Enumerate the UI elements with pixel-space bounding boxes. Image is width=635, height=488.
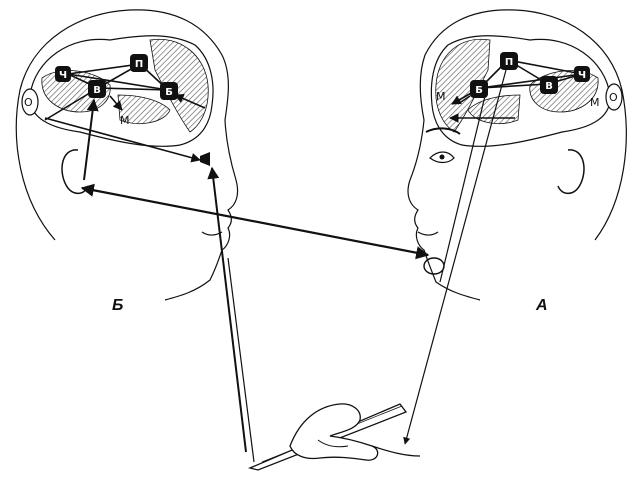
left-node-p-label: П xyxy=(135,59,143,70)
right-node-v-label: В xyxy=(545,81,553,92)
left-mouth-icon xyxy=(200,152,210,166)
left-head: П Ч В Б М О Б xyxy=(16,10,237,314)
left-node-ch-label: Ч xyxy=(59,70,67,81)
right-node-ch-label: Ч xyxy=(578,70,586,81)
right-node-m2-label: М xyxy=(590,96,600,109)
hand-with-pen xyxy=(250,404,420,470)
left-node-b: Б xyxy=(160,82,178,100)
right-ear xyxy=(558,150,584,194)
hand-icon xyxy=(290,404,378,460)
right-node-b: Б xyxy=(470,80,488,98)
right-node-o-label: О xyxy=(609,91,618,104)
speech-arrow xyxy=(82,188,428,255)
left-head-caption: Б xyxy=(112,297,123,314)
left-node-m-label: М xyxy=(120,114,130,127)
left-node-v: В xyxy=(88,80,106,98)
right-node-ch: Ч xyxy=(574,66,590,82)
right-head: П Ч В Б М М О А xyxy=(408,10,626,314)
left-node-o-label: О xyxy=(24,96,33,109)
right-node-p-label: П xyxy=(505,57,513,68)
right-node-p: П xyxy=(500,52,518,70)
right-mouth-icon xyxy=(424,258,444,274)
right-node-m1-label: М xyxy=(436,90,446,103)
right-node-b-label: Б xyxy=(475,85,483,96)
right-head-caption: А xyxy=(535,297,548,314)
left-node-v-label: В xyxy=(93,85,101,96)
left-node-ch: Ч xyxy=(55,66,71,82)
right-node-v: В xyxy=(540,76,558,94)
left-node-p: П xyxy=(130,54,148,72)
left-node-b-label: Б xyxy=(165,87,173,98)
